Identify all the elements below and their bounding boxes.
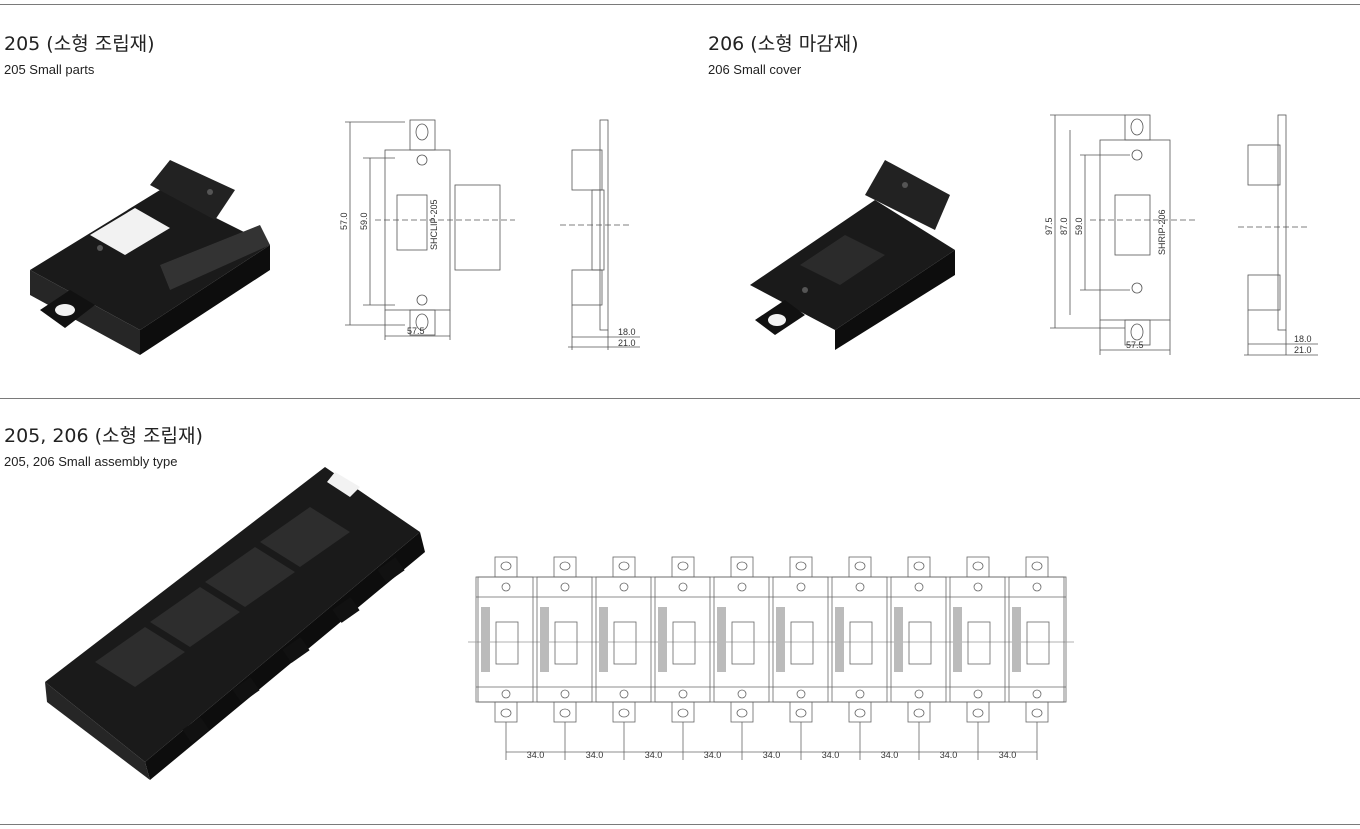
dim-height-outer: 57.0 [339,212,349,230]
pitch-label: 34.0 [704,750,722,760]
section-206-subtitle: 206 Small cover [708,62,802,77]
dim-height-total: 97.5 [1044,217,1054,235]
assembly-unit [772,556,829,723]
drawing-205-front: 57.0 59.0 57.5 SHCLIP-205 [339,119,515,340]
dim-depth-outer: 21.0 [1294,345,1312,355]
dim-depth-inner: 18.0 [1294,334,1312,344]
assembly-unit [1008,556,1065,723]
pitch-label: 34.0 [822,750,840,760]
drawing-206-front: 97.5 87.0 59.0 57.5 SHRIP-206 [1044,114,1195,355]
assembly-unit [949,556,1006,723]
assembly-unit [890,556,947,723]
assembly-unit [713,556,770,723]
section-206-title: 206 (소형 마감재) [708,33,859,55]
pitch-label: 34.0 [940,750,958,760]
bottom-rule [0,824,1360,825]
section-205-title: 205 (소형 조립재) [4,33,155,55]
part-mark: SHCLIP-205 [429,199,439,250]
dim-depth-outer: 21.0 [618,338,636,348]
pitch-label: 34.0 [586,750,604,760]
product-205-photo [30,160,270,355]
pitch-label: 34.0 [881,750,899,760]
drawing-206-side: 18.0 21.0 [1238,114,1318,356]
dim-height-inner: 59.0 [1074,217,1084,235]
pitch-label: 34.0 [527,750,545,760]
dim-width: 57.5 [407,326,425,336]
middle-rule [0,398,1360,399]
dim-height-outer: 87.0 [1059,217,1069,235]
assembly-unit [595,556,652,723]
assembly-unit [536,556,593,723]
dim-width: 57.5 [1126,340,1144,350]
drawing-205-side: 18.0 21.0 [560,119,640,350]
top-rule [0,4,1360,5]
pitch-label: 34.0 [763,750,781,760]
pitch-label: 34.0 [999,750,1017,760]
dim-height-inner: 59.0 [359,212,369,230]
section-205-subtitle: 205 Small parts [4,62,95,77]
section-assembly-subtitle: 205, 206 Small assembly type [4,454,178,469]
assembly-unit [477,556,534,723]
product-assembly-photo [45,467,425,780]
assembly-unit [831,556,888,723]
assembly-unit [654,556,711,723]
part-mark: SHRIP-206 [1157,209,1167,255]
section-assembly-title: 205, 206 (소형 조립재) [4,425,203,447]
drawing-assembly-front: 34.0 34.0 34.0 34.0 34.0 34.0 34.0 34.0 34.0 [468,556,1074,760]
pitch-label: 34.0 [645,750,663,760]
product-206-photo [750,160,955,350]
dim-depth-inner: 18.0 [618,327,636,337]
